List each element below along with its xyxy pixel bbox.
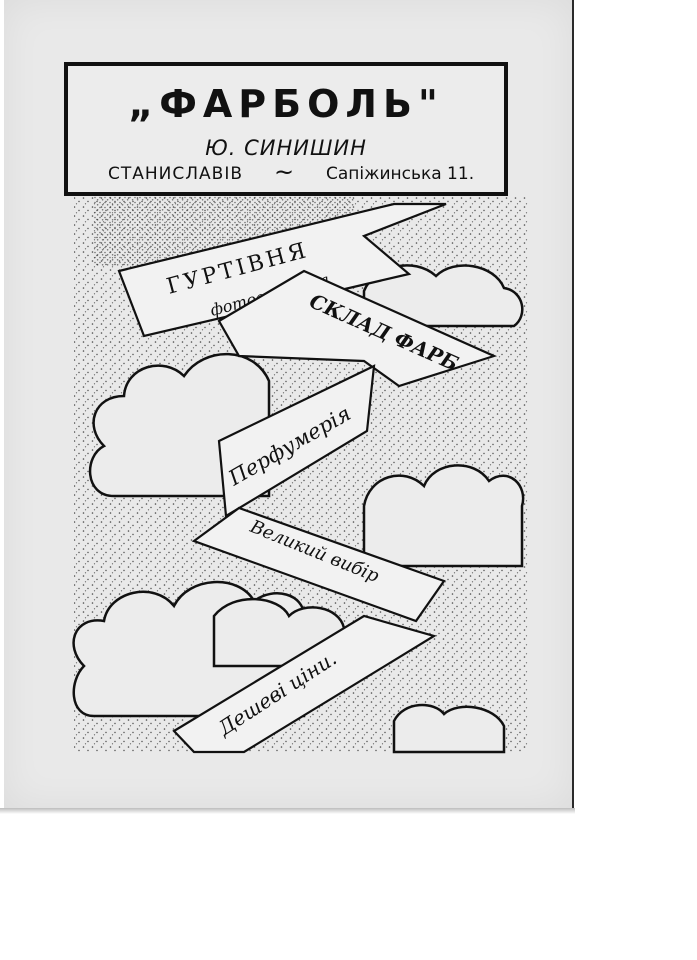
- shop-title: „ФАРБОЛЬ": [128, 82, 444, 126]
- header-box: „ФАРБОЛЬ" Ю. СИНИШИН СТАНИСЛАВІВ ~ Сапіж…: [64, 62, 508, 196]
- city-name: СТАНИСЛАВІВ: [108, 164, 244, 184]
- street-address: Сапіжинська 11.: [326, 164, 475, 184]
- cloud-middle-right: [362, 464, 525, 568]
- owner-name: Ю. СИНИШИН: [205, 136, 367, 160]
- poster-page: „ФАРБОЛЬ" Ю. СИНИШИН СТАНИСЛАВІВ ~ Сапіж…: [4, 0, 574, 810]
- address-separator: ~: [274, 158, 295, 186]
- cloud-bottom-right: [392, 703, 506, 754]
- illustration-svg: ГУРТІВНЯ фотографічна СКЛАД ФАРБ Перфуме…: [72, 196, 528, 754]
- cloud-ribbon-illustration: ГУРТІВНЯ фотографічна СКЛАД ФАРБ Перфуме…: [64, 196, 528, 756]
- page-shadow-edge: [0, 808, 575, 814]
